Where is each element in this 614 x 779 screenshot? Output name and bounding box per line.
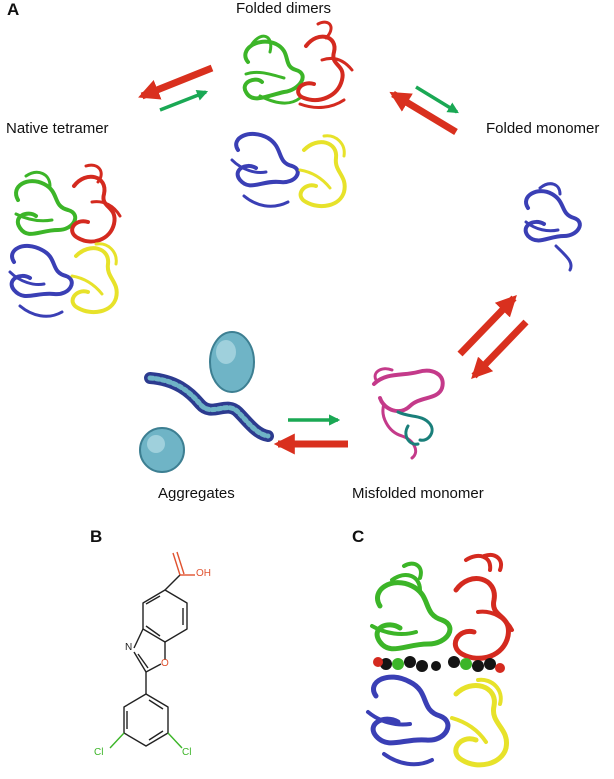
arrow-dimers-to-monomer	[415, 85, 459, 114]
atom-label-chlorine-left: Cl	[94, 747, 104, 758]
panel-label-b: B	[90, 527, 103, 546]
bound-ligand-spheres	[373, 656, 505, 673]
folded-dimer-blue-yellow	[230, 131, 347, 209]
atom-label-acid-oh: OH	[196, 568, 211, 579]
arrow-monomer-to-dimers	[389, 91, 458, 135]
aggregate-oligomer-large	[209, 331, 255, 393]
label-aggregates: Aggregates	[158, 485, 235, 502]
arrow-folded-to-misfolded	[471, 319, 529, 380]
arrow-dimers-to-tetramer	[138, 64, 214, 100]
panel-label-c: C	[352, 527, 365, 546]
atom-label-ring-oxygen: O	[161, 658, 169, 669]
arrow-tetramer-to-dimers	[159, 90, 209, 112]
folded-dimer-green-red	[242, 20, 354, 109]
panel-label-a: A	[7, 0, 20, 19]
tetramer-with-ligand	[366, 553, 514, 768]
atom-label-ring-nitrogen: N	[125, 642, 133, 653]
misfolded-monomer-structure	[372, 367, 445, 460]
label-folded-dimers: Folded dimers	[236, 0, 332, 17]
aggregate-oligomer-small	[139, 427, 185, 473]
folded-monomer-structure	[523, 182, 582, 272]
atom-label-chlorine-right: Cl	[182, 747, 192, 758]
native-tetramer-structure	[8, 163, 122, 318]
aggregate-fibril	[144, 372, 274, 442]
label-folded-monomer: Folded monomer	[486, 120, 600, 137]
ligand-skeletal-structure	[109, 551, 195, 749]
label-native-tetramer: Native tetramer	[6, 120, 109, 137]
label-misfolded-monomer: Misfolded monomer	[352, 485, 484, 502]
arrow-misfolded-to-folded	[457, 294, 517, 357]
